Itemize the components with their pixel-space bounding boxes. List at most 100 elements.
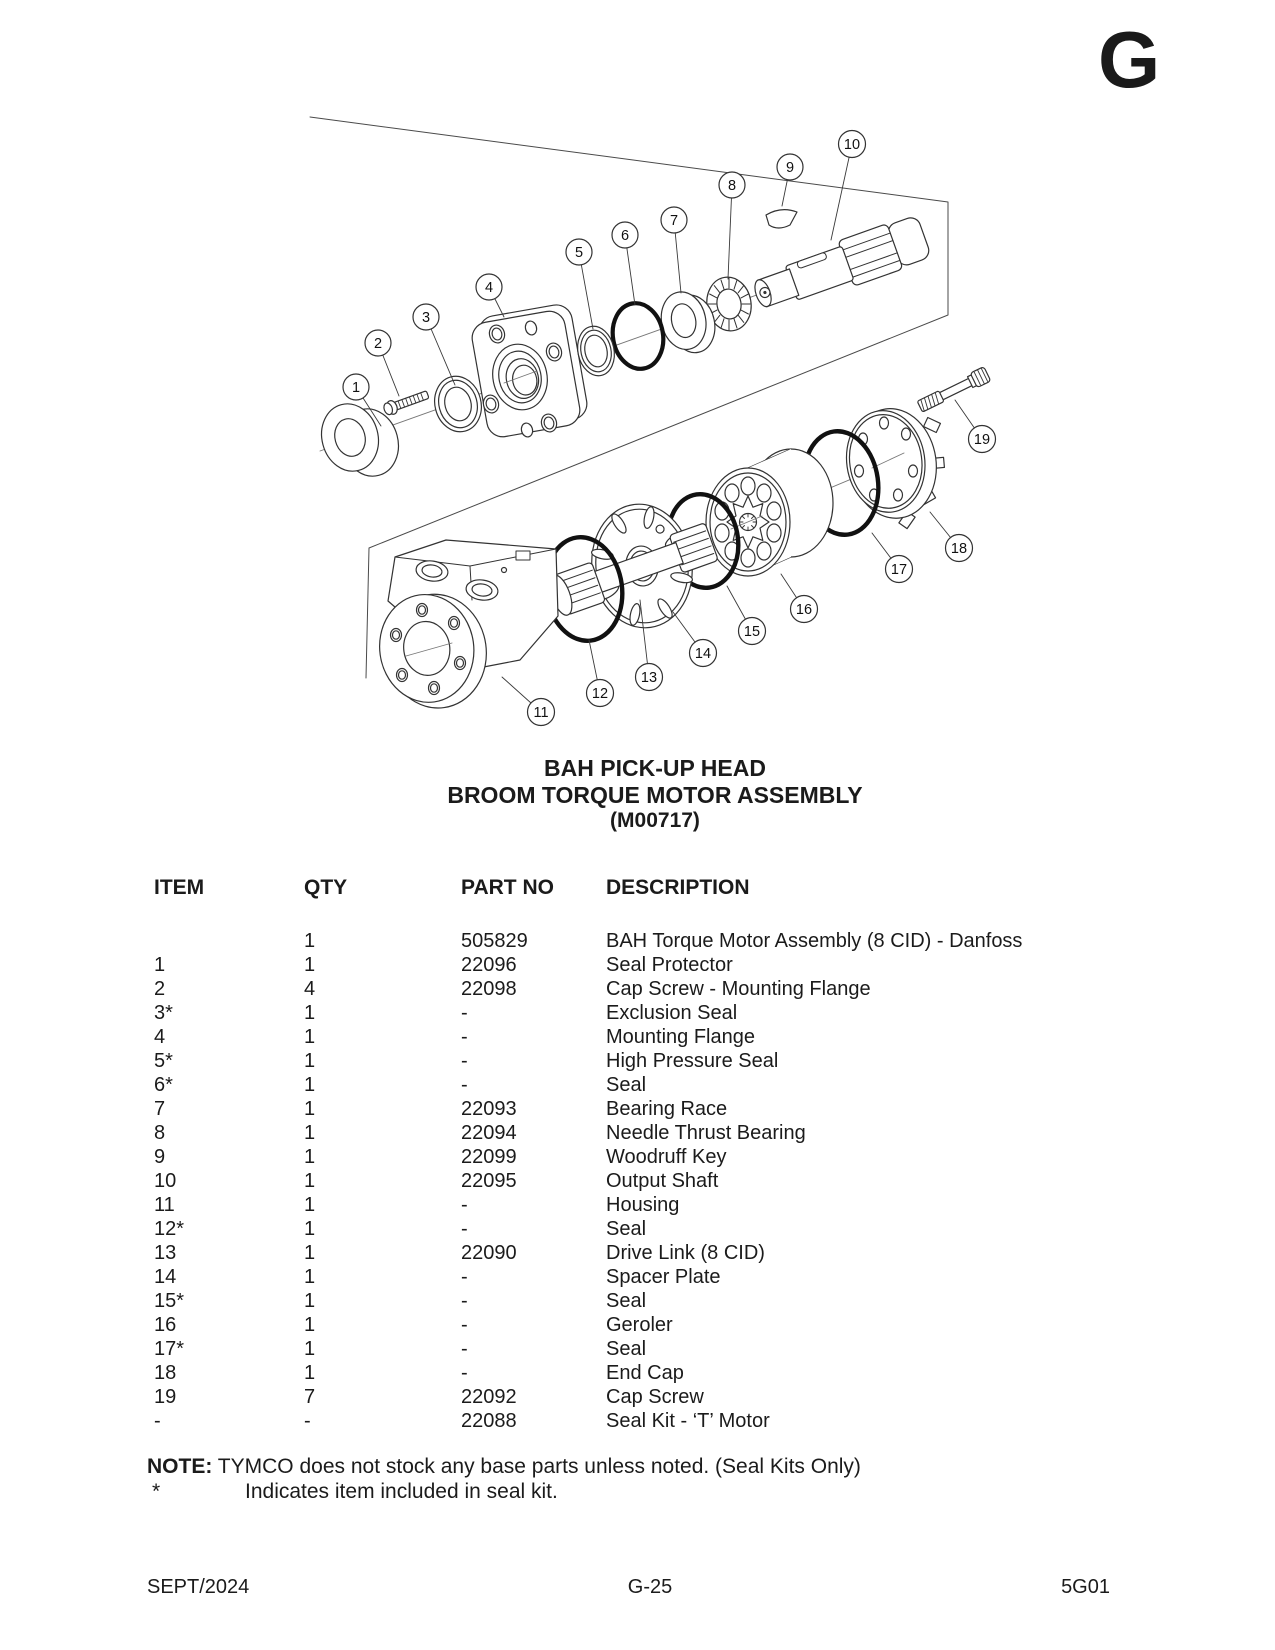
callout-1-label: 1 — [352, 380, 360, 396]
table-row: 17* 1 - Seal — [154, 1337, 1154, 1361]
callout-5-label: 5 — [575, 245, 583, 261]
cell-desc: Geroler — [606, 1314, 673, 1336]
callout-2-label: 2 — [374, 336, 382, 352]
part-housing — [379, 539, 559, 709]
cell-qty: 1 — [304, 1218, 316, 1240]
callout-19: 19 — [967, 424, 997, 454]
cell-qty: 1 — [304, 1338, 316, 1360]
cell-qty: 1 — [304, 1002, 316, 1024]
cell-part: 22093 — [461, 1098, 517, 1120]
callout-19-label: 19 — [974, 432, 990, 448]
footer-date: SEPT/2024 — [147, 1576, 250, 1598]
cell-item: 6* — [154, 1074, 173, 1096]
page-footer: SEPT/2024 G-25 5G01 — [0, 1576, 1275, 1600]
cell-qty: 1 — [304, 954, 316, 976]
cell-part: 22088 — [461, 1410, 517, 1432]
part-end-cap — [845, 408, 946, 530]
callout-10: 10 — [837, 129, 867, 159]
callout-16-label: 16 — [796, 602, 812, 618]
callout-7-label: 7 — [670, 213, 678, 229]
callout-16: 16 — [789, 594, 819, 624]
cell-item: 5* — [154, 1050, 173, 1072]
callout-3: 3 — [412, 303, 440, 331]
part-exclusion-seal — [434, 375, 482, 433]
callout-2: 2 — [364, 329, 392, 357]
note-asterisk-text: Indicates item included in seal kit. — [245, 1480, 558, 1503]
cell-qty: 1 — [304, 1050, 316, 1072]
note-label: NOTE: — [147, 1455, 213, 1478]
cell-desc: Mounting Flange — [606, 1026, 755, 1048]
callout-8-label: 8 — [728, 178, 736, 194]
table-header: ITEM QTY PART NO DESCRIPTION — [154, 876, 1114, 900]
cell-part: - — [461, 1338, 468, 1360]
cell-item: 1 — [154, 954, 166, 976]
cell-item: 12* — [154, 1218, 185, 1240]
cell-item: 10 — [154, 1170, 177, 1192]
cell-part: - — [461, 1218, 468, 1240]
cell-part: - — [461, 1002, 468, 1024]
callout-10-label: 10 — [844, 137, 860, 153]
note-asterisk: * — [152, 1480, 161, 1503]
part-output-shaft — [754, 217, 930, 308]
callout-14-label: 14 — [695, 646, 711, 662]
cell-qty: 1 — [304, 1170, 316, 1192]
cell-qty: 7 — [304, 1386, 316, 1408]
cell-desc: BAH Torque Motor Assembly (8 CID) - Danf… — [606, 930, 1023, 952]
cell-desc: Seal — [606, 1074, 647, 1096]
footer-page-number: G-25 — [627, 1576, 673, 1598]
cell-item: - — [154, 1410, 161, 1432]
cell-desc: Needle Thrust Bearing — [606, 1122, 806, 1144]
cell-item: 17* — [154, 1338, 185, 1360]
cell-qty: 1 — [304, 1314, 316, 1336]
part-cap-screw-19 — [917, 367, 991, 412]
title-line-2: BROOM TORQUE MOTOR ASSEMBLY — [447, 781, 863, 808]
note-block: NOTE: TYMCO does not stock any base part… — [147, 1454, 1147, 1503]
part-geroler — [705, 448, 834, 577]
cell-qty: 1 — [304, 1026, 316, 1048]
callout-11-label: 11 — [533, 705, 548, 721]
cell-part: 22094 — [461, 1122, 517, 1144]
cell-qty: 1 — [304, 1290, 316, 1312]
note-line: NOTE: TYMCO does not stock any base part… — [147, 1454, 1147, 1479]
callout-7: 7 — [660, 206, 688, 234]
note-text: TYMCO does not stock any base parts unle… — [217, 1455, 861, 1478]
callout-15: 15 — [737, 616, 767, 646]
cell-item: 15* — [154, 1290, 185, 1312]
part-woodruff-key — [765, 209, 798, 229]
cell-part: - — [461, 1266, 468, 1288]
cell-part: - — [461, 1050, 468, 1072]
header-item: ITEM — [154, 876, 205, 899]
header-qty: QTY — [304, 876, 348, 899]
cell-desc: Seal — [606, 1338, 647, 1360]
part-drive-link — [549, 523, 718, 616]
cell-part: - — [461, 1290, 468, 1312]
cell-qty: 1 — [304, 1242, 316, 1264]
footer-doc-code: 5G01 — [1061, 1576, 1110, 1598]
callout-9: 9 — [776, 153, 804, 181]
cell-item: 9 — [154, 1146, 166, 1168]
cell-item: 7 — [154, 1098, 166, 1120]
cell-part: - — [461, 1362, 468, 1384]
cell-desc: Seal — [606, 1218, 647, 1240]
part-needle-thrust-bearing — [706, 276, 752, 332]
title-block: BAH PICK-UP HEAD BROOM TORQUE MOTOR ASSE… — [155, 755, 1155, 835]
cell-item: 14 — [154, 1266, 177, 1288]
cell-desc: Exclusion Seal — [606, 1002, 738, 1024]
cell-qty: 1 — [304, 1194, 316, 1216]
table-row: 15*1-Seal — [154, 1289, 1154, 1313]
part-high-pressure-seal — [577, 325, 615, 377]
table-row: 6*1-Seal — [154, 1073, 1154, 1097]
callout-14: 14 — [688, 638, 718, 668]
cell-qty: 4 — [304, 978, 316, 1000]
cell-part: - — [461, 1314, 468, 1336]
cell-desc: Cap Screw — [606, 1386, 704, 1408]
